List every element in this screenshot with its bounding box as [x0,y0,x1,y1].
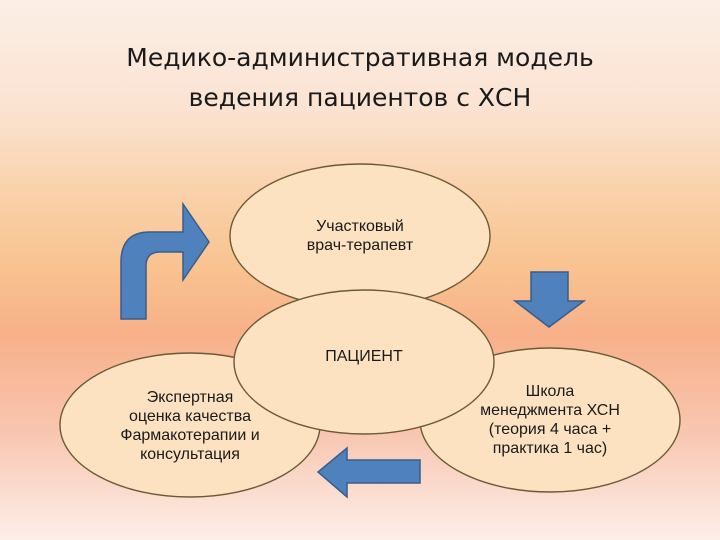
down-arrow [512,271,587,328]
slide-title-line-1: Медико-административная модель [126,43,594,72]
therapist-label: Участковый врач-терапевт [260,214,460,258]
expert-label-line-2: оценка качества [128,408,251,425]
school-label-line-1: Школа [525,383,575,400]
patient-label-line-1: ПАЦИЕНТ [325,347,403,365]
patient-label: ПАЦИЕНТ [264,345,464,367]
expert-label-line-1: Экспертная [146,389,234,406]
school-label-line-4: практика 1 час) [492,440,608,457]
slide-title-line-2: ведения пациентов с ХСН [188,83,532,112]
school-label-line-3: (теория 4 часа + [488,421,612,438]
expert-label: Экспертная оценка качества Фармакотерапи… [92,384,288,468]
left-arrow [316,446,421,499]
therapist-label-line-1: Участковый [316,218,404,235]
curved-up-right-arrow [120,201,210,320]
therapist-label-line-2: врач-терапевт [306,237,414,254]
patient-oval [233,289,495,435]
expert-label-line-4: консультация [140,446,240,463]
school-label-line-2: менеджмента ХСН [480,402,620,419]
expert-label-line-3: Фармакотерапии и [120,427,260,444]
slide-title: Медико-административная модель ведения п… [0,38,720,118]
school-label: Школа менеджмента ХСН (теория 4 часа + п… [444,378,656,462]
